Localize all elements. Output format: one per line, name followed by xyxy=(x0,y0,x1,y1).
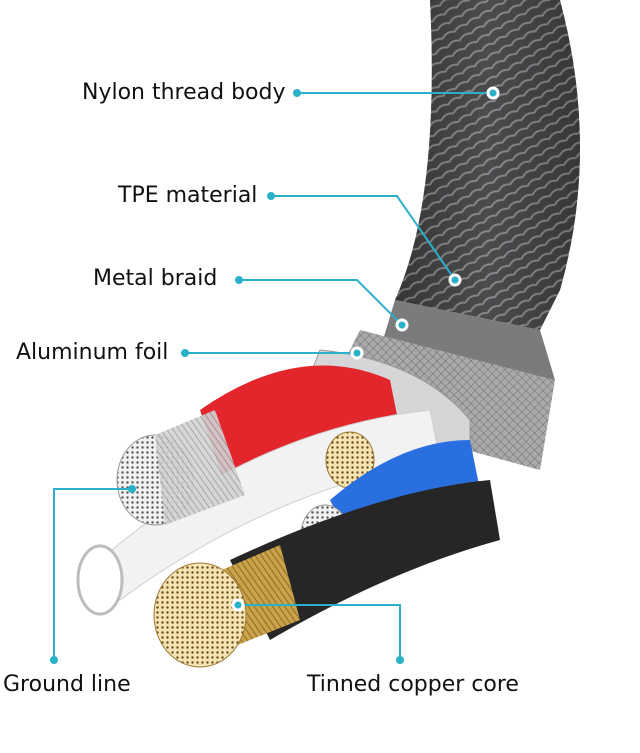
ground-line-end xyxy=(76,544,124,616)
label-aluminum-foil: Aluminum foil xyxy=(16,340,169,365)
label-metal-braid: Metal braid xyxy=(93,266,218,291)
tpe-layer xyxy=(380,300,555,380)
callout-ground xyxy=(53,488,132,660)
label-ground-line: Ground line xyxy=(3,672,131,697)
label-nylon-thread-body: Nylon thread body xyxy=(82,80,286,105)
callout-lines xyxy=(53,92,493,660)
copper-core-end xyxy=(153,562,247,668)
black-wire xyxy=(230,480,500,640)
callout-braid xyxy=(239,279,403,326)
callout-dots xyxy=(50,89,404,664)
callout-copper xyxy=(238,604,401,660)
callout-targets xyxy=(231,86,500,612)
callout-tpe xyxy=(271,195,456,281)
label-tinned-copper-core: Tinned copper core xyxy=(307,672,519,697)
label-tpe-material: TPE material xyxy=(118,183,258,208)
